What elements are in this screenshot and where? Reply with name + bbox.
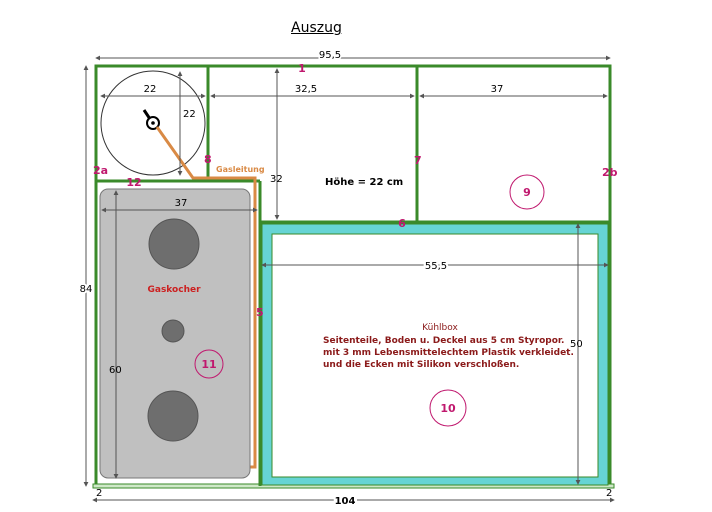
burner-large-top	[148, 218, 200, 270]
part-number-5: 5	[256, 306, 264, 319]
dim-corner-left: 2	[96, 488, 102, 499]
dim-corner-right: 2	[606, 488, 612, 499]
dim-outer-width: 104	[335, 496, 356, 507]
part-number-10: 10	[440, 402, 456, 415]
dim-height: 84	[80, 284, 93, 295]
gas-stove-label: Gaskocher	[147, 285, 201, 295]
marker-10-circle	[429, 389, 467, 427]
part-number-8: 8	[204, 153, 212, 166]
dim-circle-width: 22	[144, 84, 157, 95]
dim-stove-width: 37	[175, 198, 188, 209]
part-number-2b: 2b	[602, 166, 618, 179]
marker-11-circle	[194, 349, 224, 379]
fridge-inner	[271, 233, 599, 478]
fridge-title: Kühlbox	[422, 323, 458, 333]
height-label: Höhe = 22 cm	[325, 177, 403, 188]
gas-line-label: Gasleitung	[216, 165, 265, 174]
fridge-note-line2: mit 3 mm Lebensmittelechtem Plastik verk…	[323, 348, 574, 358]
dim-fridge-width: 55,5	[425, 261, 447, 272]
part-number-2a: 2a	[93, 164, 108, 177]
valve-handle	[142, 109, 152, 120]
part-number-11: 11	[201, 358, 216, 371]
fridge-note-line3: und die Ecken mit Silikon verschloßen.	[323, 360, 519, 370]
part-number-9: 9	[523, 186, 531, 199]
dim-fridge-height: 50	[570, 339, 583, 350]
dim-middle-width: 32,5	[295, 84, 317, 95]
part-number-12: 12	[126, 176, 141, 189]
part-number-7: 7	[414, 154, 422, 167]
dim-right-width: 37	[491, 84, 504, 95]
burner-small	[161, 319, 185, 343]
dim-circle-height: 22	[183, 109, 196, 120]
marker-9-circle	[509, 174, 545, 210]
fridge-note-line1: Seitenteile, Boden u. Deckel aus 5 cm St…	[323, 336, 564, 346]
part-number-6: 6	[398, 217, 406, 230]
part-number-1: 1	[298, 62, 306, 75]
valve-dot	[151, 121, 155, 125]
page-title: Auszug	[291, 20, 342, 36]
dim-stove-height: 60	[109, 365, 122, 376]
dim-compartment-depth: 32	[270, 174, 283, 185]
burner-large-bottom	[147, 390, 199, 442]
dim-total-width: 95,5	[319, 50, 341, 61]
